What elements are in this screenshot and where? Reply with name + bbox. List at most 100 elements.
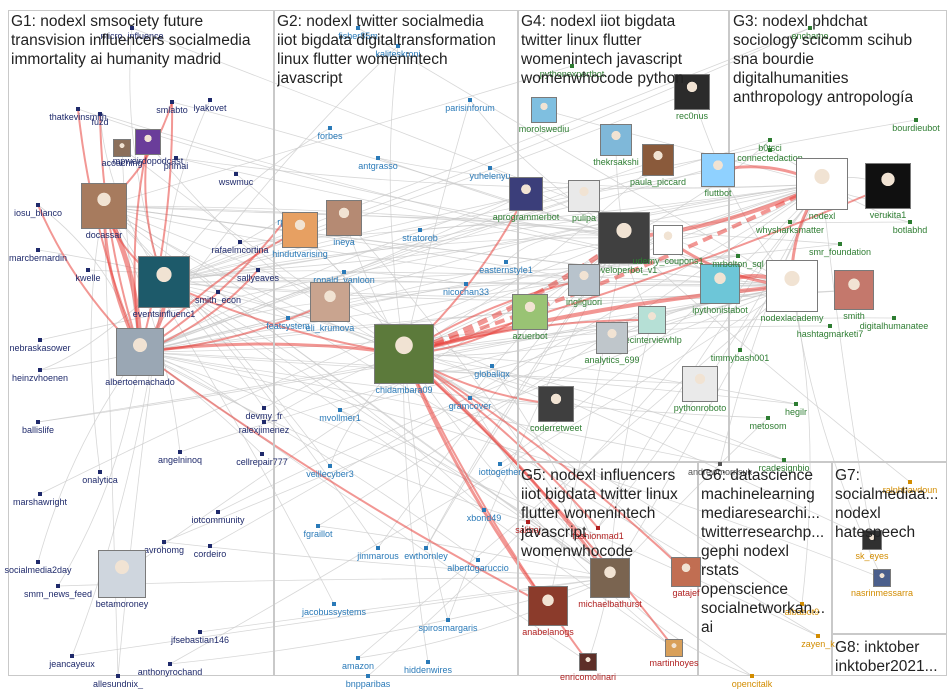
node-marker[interactable]	[98, 470, 102, 474]
avatar-hindutvarising[interactable]	[282, 212, 318, 248]
node-marker[interactable]	[366, 674, 370, 678]
node-marker[interactable]	[750, 674, 754, 678]
avatar-docassar[interactable]	[81, 183, 127, 229]
node-marker[interactable]	[908, 480, 912, 484]
node-marker[interactable]	[86, 268, 90, 272]
avatar-coderretweet[interactable]	[538, 386, 574, 422]
node-marker[interactable]	[216, 290, 220, 294]
node-marker[interactable]	[256, 268, 260, 272]
node-marker[interactable]	[76, 107, 80, 111]
node-marker[interactable]	[36, 420, 40, 424]
avatar-udemy_coupons1[interactable]	[653, 225, 683, 255]
node-marker[interactable]	[234, 172, 238, 176]
avatar-pythonroboto[interactable]	[682, 366, 718, 402]
node-marker[interactable]	[782, 458, 786, 462]
node-marker[interactable]	[38, 338, 42, 342]
node-marker[interactable]	[490, 364, 494, 368]
node-marker[interactable]	[426, 660, 430, 664]
avatar-martinhoyes[interactable]	[665, 639, 683, 657]
node-marker[interactable]	[766, 416, 770, 420]
node-marker[interactable]	[338, 408, 342, 412]
avatar-albertoemachado[interactable]	[116, 328, 164, 376]
avatar-ipythonistabot[interactable]	[700, 264, 740, 304]
avatar-eventsinfluenc1[interactable]	[138, 256, 190, 308]
avatar-smith[interactable]	[834, 270, 874, 310]
avatar-thekrsakshi[interactable]	[600, 124, 632, 156]
avatar-nodexl[interactable]	[796, 158, 848, 210]
node-marker[interactable]	[482, 508, 486, 512]
node-marker[interactable]	[36, 560, 40, 564]
avatar-eli_krumova[interactable]	[310, 282, 350, 322]
node-marker[interactable]	[376, 156, 380, 160]
node-marker[interactable]	[468, 396, 472, 400]
avatar-morolswediu[interactable]	[531, 97, 557, 123]
node-marker[interactable]	[526, 520, 530, 524]
node-marker[interactable]	[504, 260, 508, 264]
node-marker[interactable]	[464, 282, 468, 286]
node-marker[interactable]	[178, 450, 182, 454]
node-marker[interactable]	[376, 546, 380, 550]
node-marker[interactable]	[418, 228, 422, 232]
node-marker[interactable]	[768, 138, 772, 142]
node-marker[interactable]	[38, 492, 42, 496]
node-marker[interactable]	[36, 248, 40, 252]
node-marker[interactable]	[208, 544, 212, 548]
node-marker[interactable]	[36, 203, 40, 207]
node-marker[interactable]	[488, 166, 492, 170]
node-marker[interactable]	[168, 662, 172, 666]
avatar-acoaching[interactable]	[113, 139, 131, 157]
node-marker[interactable]	[800, 602, 804, 606]
node-marker[interactable]	[162, 540, 166, 544]
avatar-nodexlacademy[interactable]	[766, 260, 818, 312]
node-marker[interactable]	[828, 324, 832, 328]
node-marker[interactable]	[332, 602, 336, 606]
node-marker[interactable]	[216, 510, 220, 514]
avatar-michaelbathurst[interactable]	[590, 558, 630, 598]
node-marker[interactable]	[396, 44, 400, 48]
node-marker[interactable]	[914, 118, 918, 122]
node-marker[interactable]	[116, 674, 120, 678]
avatar-mpweirdopodcast[interactable]	[135, 129, 161, 155]
node-marker[interactable]	[260, 452, 264, 456]
avatar-developerbot_v1[interactable]	[598, 212, 650, 264]
node-marker[interactable]	[208, 98, 212, 102]
node-marker[interactable]	[476, 558, 480, 562]
node-marker[interactable]	[736, 254, 740, 258]
node-marker[interactable]	[718, 462, 722, 466]
node-marker[interactable]	[262, 420, 266, 424]
node-marker[interactable]	[794, 402, 798, 406]
avatar-verukita1[interactable]	[865, 163, 911, 209]
node-marker[interactable]	[738, 348, 742, 352]
node-marker[interactable]	[596, 526, 600, 530]
node-marker[interactable]	[98, 112, 102, 116]
avatar-chidambara09[interactable]	[374, 324, 434, 384]
node-marker[interactable]	[892, 316, 896, 320]
node-marker[interactable]	[816, 634, 820, 638]
node-marker[interactable]	[356, 656, 360, 660]
node-marker[interactable]	[198, 630, 202, 634]
avatar-pulipa[interactable]	[568, 180, 600, 212]
node-marker[interactable]	[356, 26, 360, 30]
avatar-ingliguori[interactable]	[568, 264, 600, 296]
node-marker[interactable]	[286, 316, 290, 320]
node-marker[interactable]	[342, 270, 346, 274]
node-marker[interactable]	[446, 618, 450, 622]
node-marker[interactable]	[498, 462, 502, 466]
avatar-rec0nus[interactable]	[674, 74, 710, 110]
node-marker[interactable]	[808, 26, 812, 30]
avatar-paula_piccard[interactable]	[642, 144, 674, 176]
node-marker[interactable]	[70, 654, 74, 658]
node-marker[interactable]	[768, 148, 772, 152]
node-marker[interactable]	[262, 406, 266, 410]
avatar-azuerbot[interactable]	[512, 294, 548, 330]
avatar-betamoroney[interactable]	[98, 550, 146, 598]
node-marker[interactable]	[424, 546, 428, 550]
avatar-enricomolinari[interactable]	[579, 653, 597, 671]
node-marker[interactable]	[908, 220, 912, 224]
node-marker[interactable]	[328, 464, 332, 468]
node-marker[interactable]	[788, 220, 792, 224]
avatar-sk_eyes[interactable]	[862, 530, 882, 550]
node-marker[interactable]	[468, 98, 472, 102]
node-marker[interactable]	[56, 584, 60, 588]
node-marker[interactable]	[570, 64, 574, 68]
